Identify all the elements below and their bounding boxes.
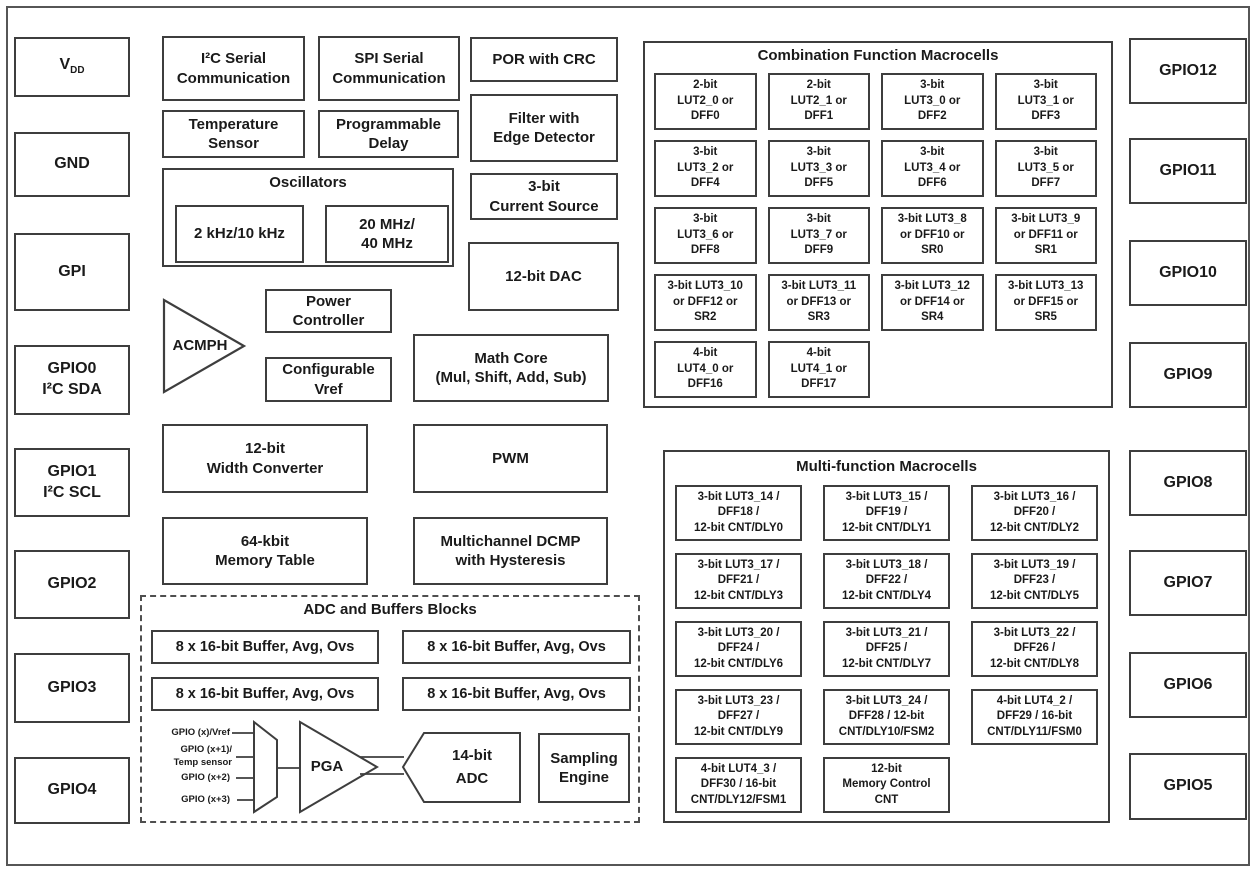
pin-gpi: GPI — [14, 233, 130, 311]
mux-input-label-vref-in: GPIO (x)/Vref — [171, 727, 230, 738]
pin-gpio4: GPIO4 — [14, 757, 130, 824]
analog-chain-shapes — [232, 719, 521, 814]
pin-gpio11: GPIO11 — [1129, 138, 1247, 204]
multifunction-macrocells-section: Multi-function Macrocells 3-bit LUT3_14 … — [663, 450, 1110, 823]
pin-gpio9: GPIO9 — [1129, 342, 1247, 408]
multifunction-cell-5: 3-bit LUT3_18 /DFF22 /12-bit CNT/DLY4 — [823, 553, 950, 609]
osc-high-freq: 20 MHz/40 MHz — [325, 205, 449, 263]
block-math-core: Math Core(Mul, Shift, Add, Sub) — [413, 334, 609, 402]
multifunction-cell-10: 3-bit LUT3_23 /DFF27 /12-bit CNT/DLY9 — [675, 689, 802, 745]
mux-input-label-temp-in: GPIO (x+1)/Temp sensor — [173, 744, 232, 768]
multifunction-cell-2: 3-bit LUT3_15 /DFF19 /12-bit CNT/DLY1 — [823, 485, 950, 541]
adc-section-title: ADC and Buffers Blocks — [303, 601, 477, 618]
chip-outline — [6, 6, 1250, 866]
pin-gpio5: GPIO5 — [1129, 753, 1247, 820]
multifunction-grid: 3-bit LUT3_14 /DFF18 /12-bit CNT/DLY0 3-b… — [675, 485, 1098, 813]
analog-input-mux — [253, 719, 278, 814]
multifunction-cell-8: 3-bit LUT3_21 /DFF25 /12-bit CNT/DLY7 — [823, 621, 950, 677]
pin-gpio2: GPIO2 — [14, 550, 130, 619]
pga-label: PGA — [310, 758, 344, 775]
pin-gnd: GND — [14, 132, 130, 197]
multifunction-cell-4: 3-bit LUT3_17 /DFF21 /12-bit CNT/DLY3 — [675, 553, 802, 609]
pin-gpio7: GPIO7 — [1129, 550, 1247, 616]
oscillators-box: Oscillators 2 kHz/10 kHz 20 MHz/40 MHz — [162, 168, 454, 267]
acmph-label: ACMPH — [172, 337, 228, 354]
pga-triangle — [299, 720, 379, 814]
combination-title: Combination Function Macrocells — [757, 47, 999, 64]
osc-low-freq: 2 kHz/10 kHz — [175, 205, 304, 263]
block-por-crc: POR with CRC — [470, 37, 618, 82]
multifunction-cell-7: 3-bit LUT3_20 /DFF24 /12-bit CNT/DLY6 — [675, 621, 802, 677]
pin-gpio6: GPIO6 — [1129, 652, 1247, 718]
mux-input-label-in2: GPIO (x+2) — [181, 772, 230, 783]
pin-gpio3: GPIO3 — [14, 653, 130, 723]
multifunction-title: Multi-function Macrocells — [796, 458, 977, 475]
multifunction-cell-1: 3-bit LUT3_14 /DFF18 /12-bit CNT/DLY0 — [675, 485, 802, 541]
acmph-comparator-triangle — [162, 298, 247, 394]
pin-gpio8: GPIO8 — [1129, 450, 1247, 516]
multifunction-cell-9: 3-bit LUT3_22 /DFF26 /12-bit CNT/DLY8 — [971, 621, 1098, 677]
block-pwm: PWM — [413, 424, 608, 493]
pin-gpio10: GPIO10 — [1129, 240, 1247, 306]
adc-pentagon — [401, 732, 521, 803]
buffer-box-2: 8 x 16-bit Buffer, Avg, Ovs — [402, 630, 631, 664]
multifunction-cell-3: 3-bit LUT3_16 /DFF20 /12-bit CNT/DLY2 — [971, 485, 1098, 541]
buffer-box-4: 8 x 16-bit Buffer, Avg, Ovs — [402, 677, 631, 711]
oscillators-title: Oscillators — [269, 174, 347, 191]
multifunction-cell-6: 3-bit LUT3_19 /DFF23 /12-bit CNT/DLY5 — [971, 553, 1098, 609]
mux-input-label-in3: GPIO (x+3) — [181, 794, 230, 805]
pin-vdd: VDD — [14, 37, 130, 97]
pin-gpio12: GPIO12 — [1129, 38, 1247, 104]
block-dac: 12-bit DAC — [468, 242, 619, 311]
buffer-box-3: 8 x 16-bit Buffer, Avg, Ovs — [151, 677, 379, 711]
buffer-box-1: 8 x 16-bit Buffer, Avg, Ovs — [151, 630, 379, 664]
